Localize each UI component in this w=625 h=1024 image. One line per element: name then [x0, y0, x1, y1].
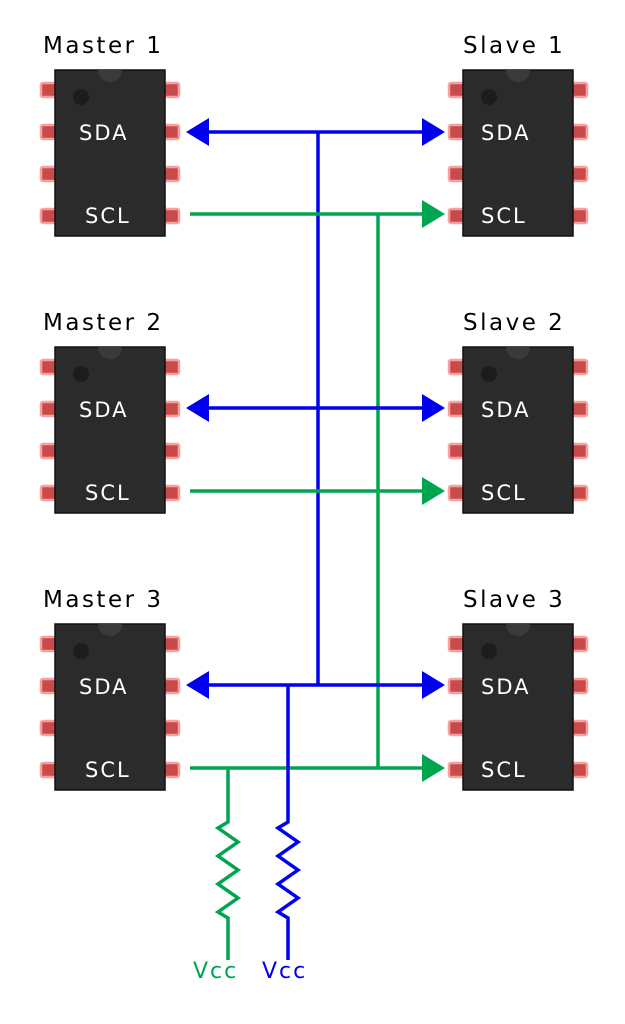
scl-arrow-right-1: [422, 200, 445, 228]
master-chip-notch: [98, 347, 122, 359]
slave-title: Slave 2: [463, 310, 565, 336]
master-sda-label: SDA: [79, 675, 129, 699]
slave-sda-label: SDA: [481, 121, 531, 145]
sda-arrow-right-3: [422, 671, 445, 699]
slave-sda-label: SDA: [481, 675, 531, 699]
master-pin1-marker: [73, 366, 89, 382]
slave-chip-2: Slave 2 SDA SCL: [447, 310, 589, 514]
master-scl-label: SCL: [85, 204, 131, 228]
master-chip-notch: [98, 70, 122, 82]
sda-pullup-wire: [274, 685, 302, 960]
slave-pin1-marker: [481, 89, 497, 105]
scl-arrow-right-3: [422, 754, 445, 782]
slave-chip-notch: [506, 70, 530, 82]
scl-arrow-right-2: [422, 477, 445, 505]
master-title: Master 1: [43, 33, 164, 59]
slave-scl-label: SCL: [481, 204, 527, 228]
slave-scl-label: SCL: [481, 481, 527, 505]
master-sda-label: SDA: [79, 121, 129, 145]
slave-pin1-marker: [481, 366, 497, 382]
sda-arrow-left-2: [186, 394, 209, 422]
slave-title: Slave 3: [463, 587, 565, 613]
scl-pullup-wire: [214, 768, 242, 960]
slave-chip-1: Slave 1 SDA SCL: [447, 33, 589, 237]
slave-chip-notch: [506, 624, 530, 636]
master-chip-3: Master 3 SDA SCL: [39, 587, 181, 791]
master-scl-label: SCL: [85, 758, 131, 782]
sda-arrow-left-3: [186, 671, 209, 699]
master-chip-2: Master 2 SDA SCL: [39, 310, 181, 514]
slave-pin1-marker: [481, 643, 497, 659]
sda-arrow-left-1: [186, 118, 209, 146]
scl-pullup-label: Vcc: [193, 959, 238, 984]
master-pin1-marker: [73, 89, 89, 105]
slave-chip-notch: [506, 347, 530, 359]
sda-arrow-right-1: [422, 118, 445, 146]
slave-scl-label: SCL: [481, 758, 527, 782]
sda-pullup-label: Vcc: [262, 959, 307, 984]
slave-chip-3: Slave 3 SDA SCL: [447, 587, 589, 791]
bus-wires: [186, 118, 445, 960]
master-title: Master 3: [43, 587, 164, 613]
slave-title: Slave 1: [463, 33, 565, 59]
master-scl-label: SCL: [85, 481, 131, 505]
master-pin1-marker: [73, 643, 89, 659]
master-chip-1: Master 1 SDA SCL: [39, 33, 181, 237]
master-sda-label: SDA: [79, 398, 129, 422]
slave-sda-label: SDA: [481, 398, 531, 422]
master-chip-notch: [98, 624, 122, 636]
sda-arrow-right-2: [422, 394, 445, 422]
master-title: Master 2: [43, 310, 164, 336]
